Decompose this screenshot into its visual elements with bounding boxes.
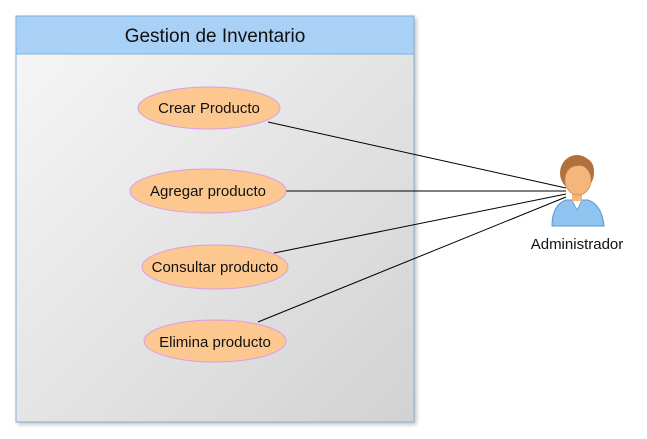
associations	[257, 121, 567, 323]
use-case-ellipse	[143, 319, 287, 363]
actor-label: Administrador	[531, 236, 624, 253]
use-case-label: Elimina producto	[159, 334, 271, 351]
association-line-elimina[interactable]	[257, 196, 567, 323]
use-case-label: Consultar producto	[152, 259, 279, 276]
use-case-agregar-producto[interactable]: Agregar producto	[129, 168, 287, 214]
use-case-consultar-producto[interactable]: Consultar producto	[141, 244, 289, 290]
use-case-crear-producto[interactable]: Crear Producto	[137, 86, 281, 130]
person-icon	[551, 155, 605, 227]
association-line-consultar[interactable]	[273, 193, 567, 254]
use-case-ellipse	[137, 86, 281, 130]
actor-administrador[interactable]: Administrador	[531, 155, 624, 253]
use-case-ellipse	[129, 168, 287, 214]
association-line-crear[interactable]	[267, 121, 567, 189]
use-case-label: Agregar producto	[150, 183, 266, 200]
use-case-elimina-producto[interactable]: Elimina producto	[143, 319, 287, 363]
use-case-label: Crear Producto	[158, 100, 260, 117]
use-case-ellipse	[141, 244, 289, 290]
system-title: Gestion de Inventario	[125, 26, 306, 47]
system-header	[15, 15, 415, 55]
